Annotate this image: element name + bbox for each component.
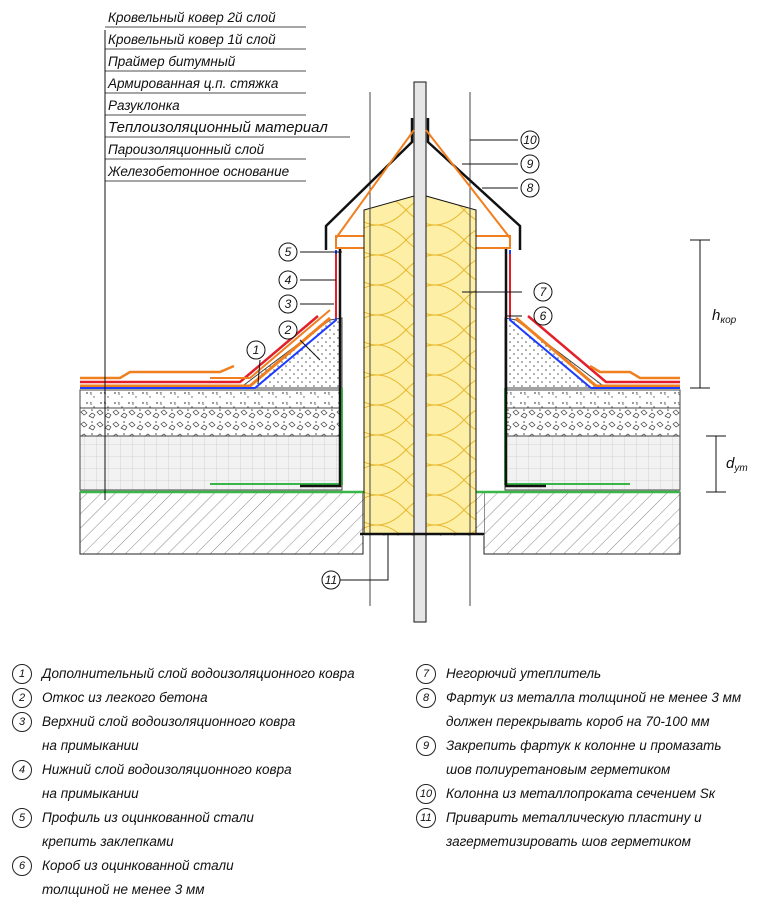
callout-circles: 1 2 3 4 5 6 7 8 9 10 11 <box>246 130 553 590</box>
callout-circle <box>246 340 266 360</box>
legend-text: Закрепить фартук к колонне и промазать <box>446 738 722 753</box>
legend-item: 5 Профиль из оцинкованной стали крепить за… <box>12 806 392 854</box>
callout-circle <box>520 130 540 150</box>
screed-layer <box>79 389 681 409</box>
legend-number: 3 <box>12 712 32 732</box>
metal-apron <box>324 118 522 250</box>
legend-text: Профиль из оцинкованной стали <box>42 810 254 825</box>
legend-number: 11 <box>416 808 436 828</box>
callout-circle <box>278 242 298 262</box>
legend-text: Верхний слой водоизоляционного ковра <box>42 714 296 729</box>
callout-number: 9 <box>527 157 534 171</box>
legend-item: 7 Негорючий утеплитель <box>416 662 783 686</box>
legend-number: 7 <box>416 664 436 684</box>
layer-label: Теплоизоляционный материал <box>108 119 328 136</box>
legend-number: 6 <box>12 856 32 876</box>
legend-number: 2 <box>12 688 32 708</box>
legend-text: Дополнительный слой водоизоляционного ко… <box>42 666 355 681</box>
legend-text: крепить заклепками <box>42 834 174 849</box>
legend-item: 6 Короб из оцинкованной стали толщиной не … <box>12 854 392 902</box>
legend-item: 3 Верхний слой водоизоляционного ковра на … <box>12 710 392 758</box>
legend: 1 Дополнительный слой водоизоляционного к… <box>12 662 772 912</box>
layer-label: Разуклонка <box>108 98 180 113</box>
callout-circle <box>278 294 298 314</box>
legend-text: Колонна из металлопроката сечением Sк <box>446 786 716 801</box>
callout-circle <box>278 320 298 340</box>
legend-text: Короб из оцинкованной стали <box>42 858 234 873</box>
slope-layer <box>79 407 681 437</box>
legend-number: 1 <box>12 664 32 684</box>
layer-label: Праймер битумный <box>108 54 236 69</box>
callout-number: 8 <box>527 181 534 195</box>
legend-item: 9 Закрепить фартук к колонне и промазать ш… <box>416 734 783 782</box>
legend-item: 11 Приварить металлическую пластину и заге… <box>416 806 783 854</box>
callout-circle <box>533 306 553 326</box>
layer-label: Железобетонное основание <box>107 164 289 179</box>
legend-number: 4 <box>12 760 32 780</box>
legend-number: 5 <box>12 808 32 828</box>
legend-text: Нижний слой водоизоляционного ковра <box>42 762 292 777</box>
legend-text: Откос из легкого бетона <box>42 690 208 705</box>
callout-number: 1 <box>253 343 260 357</box>
legend-item: 8 Фартук из металла толщиной не менее 3 м… <box>416 686 783 734</box>
callout-circle <box>520 178 540 198</box>
legend-item: 4 Нижний слой водоизоляционного ковра на п… <box>12 758 392 806</box>
legend-text: загерметизировать шов герметиком <box>446 834 691 849</box>
legend-text: Негорючий утеплитель <box>446 666 602 681</box>
legend-text: должен перекрывать короб на 70-100 мм <box>446 714 710 729</box>
callout-number: 7 <box>540 285 548 299</box>
callout-circle <box>321 570 341 590</box>
callout-circle <box>533 282 553 302</box>
legend-text: на примыкании <box>42 786 139 801</box>
non-combustible-insulation <box>363 195 477 535</box>
dim-d-label: dут <box>726 455 748 474</box>
legend-left-column: 1 Дополнительный слой водоизоляционного к… <box>12 662 402 912</box>
legend-item: 10 Колонна из металлопроката сечением Sк <box>416 782 783 806</box>
legend-text: Приварить металлическую пластину и <box>446 810 702 825</box>
callout-number: 6 <box>540 309 547 323</box>
galvanized-box <box>300 235 546 488</box>
legend-number: 9 <box>416 736 436 756</box>
layer-label: Пароизоляционный слой <box>108 142 265 157</box>
legend-text: толщиной не менее 3 мм <box>42 882 205 897</box>
callout-number: 10 <box>523 133 537 147</box>
callout-number: 2 <box>284 323 292 337</box>
legend-item: 2 Откос из легкого бетона <box>12 686 392 710</box>
dimension-lines <box>690 239 726 493</box>
callout-circle <box>278 270 298 290</box>
steel-column <box>360 81 484 623</box>
legend-text: на примыкании <box>42 738 139 753</box>
dim-h-label: hкор <box>712 307 737 326</box>
legend-text: Фартук из металла толщиной не менее 3 мм <box>446 690 742 705</box>
legend-right-column: 7 Негорючий утеплитель 8 Фартук из металла … <box>416 662 776 912</box>
layer-label: Армированная ц.п. стяжка <box>107 76 279 91</box>
legend-number: 10 <box>416 784 436 804</box>
legend-item: 1 Дополнительный слой водоизоляционного к… <box>12 662 392 686</box>
callout-number: 5 <box>285 245 292 259</box>
callout-number: 4 <box>285 273 292 287</box>
layer-label: Кровельный ковер 1й слой <box>108 32 276 47</box>
leader-lines <box>104 30 522 581</box>
callout-number: 11 <box>325 573 337 587</box>
callout-number: 3 <box>285 297 292 311</box>
layer-label: Кровельный ковер 2й слой <box>108 10 276 25</box>
legend-number: 8 <box>416 688 436 708</box>
callout-circle <box>520 154 540 174</box>
legend-text: шов полиуретановым герметиком <box>446 762 671 777</box>
